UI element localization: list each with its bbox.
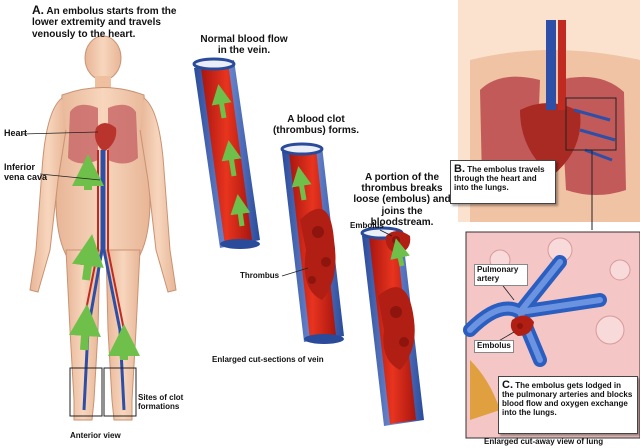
label-inferior-vena-cava: Inferior vena cava — [4, 162, 48, 183]
caption-lung-cutaway: Enlarged cut-away view of lung — [484, 437, 604, 446]
label-embolus-vein: Embolus — [350, 221, 384, 230]
vein-normal — [192, 57, 260, 249]
panel-a-text: A. An embolus starts from the lower extr… — [32, 3, 202, 40]
label-heart: Heart — [4, 128, 28, 138]
label-thrombus: Thrombus — [240, 271, 280, 280]
panel-c-text: C. The embolus gets lodged in the pulmon… — [502, 379, 634, 418]
label-sites-of-clot-formations: Sites of clot formations — [138, 393, 184, 411]
panel-c-letter: C. — [502, 379, 513, 391]
panel-b-text: B. The embolus travels through the heart… — [454, 163, 552, 193]
title-embolus-breaks-loose: A portion of the thrombus breaks loose (… — [353, 172, 451, 228]
caption-cut-sections: Enlarged cut-sections of vein — [212, 355, 324, 364]
human-body-figure — [21, 35, 177, 421]
label-embolus-lung: Embolus — [474, 340, 514, 353]
title-normal-flow: Normal blood flow in the vein. — [200, 34, 288, 57]
panel-a-letter: A. — [32, 3, 44, 17]
panel-c-callout — [498, 376, 638, 434]
panel-a-description: An embolus starts from the lower extremi… — [32, 6, 177, 40]
panel-b-description: The embolus travels through the heart an… — [454, 165, 545, 193]
caption-anterior-view: Anterior view — [70, 431, 121, 440]
panel-c-description: The embolus gets lodged in the pulmonary… — [502, 381, 633, 418]
title-clot-forms: A blood clot (thrombus) forms. — [272, 114, 360, 137]
label-pulmonary-artery: Pulmonary artery — [474, 264, 528, 286]
vein-thrombus — [280, 142, 344, 344]
panel-b-callout — [450, 160, 556, 204]
vein-embolus — [360, 226, 424, 426]
panel-b-letter: B. — [454, 163, 465, 175]
